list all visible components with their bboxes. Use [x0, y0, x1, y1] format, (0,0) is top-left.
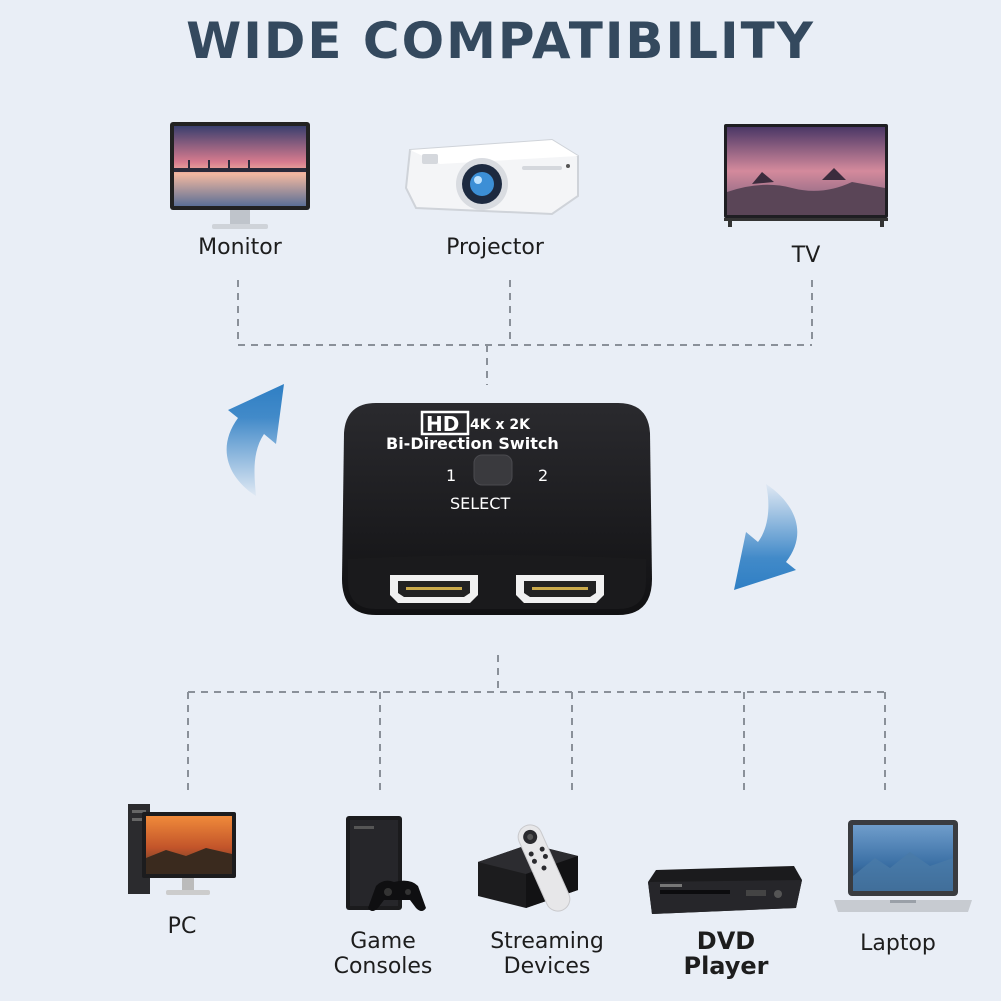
input-label-streaming-devices: Streaming Devices — [490, 929, 604, 979]
arrow-up-icon — [226, 384, 284, 496]
switch-port-2-text: 2 — [538, 466, 548, 485]
game-console-icon — [346, 816, 426, 911]
input-label-laptop: Laptop — [860, 931, 936, 956]
hdmi-switch-device: HD 4K x 2K Bi-Direction Switch 1 2 SELEC… — [342, 403, 652, 615]
input-label-dvd-player: DVD Player — [683, 927, 769, 980]
switch-port-1-text: 1 — [446, 466, 456, 485]
arrow-down-icon — [734, 484, 798, 590]
projector-icon — [404, 138, 579, 216]
monitor-icon — [170, 122, 310, 229]
tv-icon — [724, 124, 888, 227]
hdmi-port-left — [390, 575, 478, 603]
switch-select-text: SELECT — [450, 494, 510, 513]
input-label-pc: PC — [167, 914, 197, 939]
laptop-icon — [834, 820, 972, 912]
input-label-game-consoles: Game Consoles — [333, 929, 433, 979]
dvd-player-icon — [648, 866, 802, 914]
pc-icon — [128, 804, 236, 895]
switch-name-text: Bi-Direction Switch — [386, 434, 559, 453]
switch-badge-text: HD — [426, 412, 459, 436]
output-label-projector: Projector — [446, 235, 544, 260]
output-label-monitor: Monitor — [198, 235, 282, 260]
page-title: WIDE COMPATIBILITY — [186, 12, 815, 70]
output-label-tv: TV — [791, 243, 821, 268]
hd-badge — [420, 410, 470, 436]
switch-resolution-text: 4K x 2K — [470, 417, 531, 433]
select-button — [473, 454, 513, 486]
hdmi-port-right — [516, 575, 604, 603]
streaming-device-icon — [478, 824, 578, 912]
